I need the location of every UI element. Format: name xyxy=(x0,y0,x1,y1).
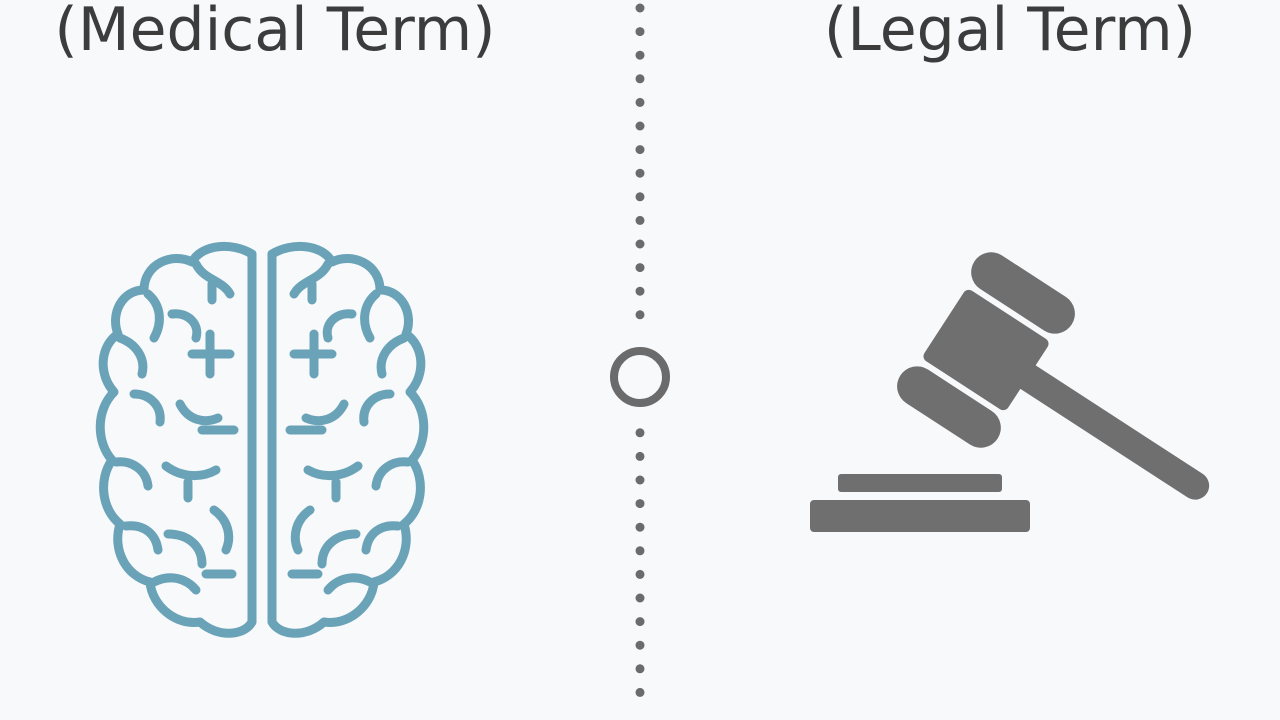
gavel-icon xyxy=(810,252,1210,532)
divider-dot xyxy=(635,50,645,60)
divider-dot xyxy=(635,640,645,650)
circle-node xyxy=(610,347,670,407)
divider-dot xyxy=(635,239,645,249)
divider-dot xyxy=(635,286,645,296)
divider-dot xyxy=(635,192,645,202)
divider-dots xyxy=(635,3,645,697)
divider-dot xyxy=(635,617,645,627)
divider-dot xyxy=(635,263,645,273)
divider-dot xyxy=(635,664,645,674)
divider-dot xyxy=(635,546,645,556)
divider-dot xyxy=(635,522,645,532)
divider-dot xyxy=(635,475,645,485)
divider-dot xyxy=(635,3,645,13)
divider-dot xyxy=(635,27,645,37)
medical-term-label: (Medical Term) xyxy=(54,0,496,65)
divider-dot xyxy=(635,121,645,131)
divider-dot xyxy=(635,215,645,225)
divider-dot xyxy=(635,451,645,461)
divider-dot xyxy=(635,499,645,509)
divider-dot xyxy=(635,74,645,84)
divider-dot xyxy=(635,687,645,697)
divider-dot xyxy=(635,428,645,438)
divider-dot xyxy=(635,168,645,178)
divider-dot xyxy=(635,593,645,603)
brain-icon xyxy=(95,241,429,638)
divider-dot xyxy=(635,310,645,320)
divider-dot xyxy=(635,145,645,155)
divider-dot xyxy=(635,569,645,579)
divider-dot xyxy=(635,97,645,107)
legal-term-label: (Legal Term) xyxy=(823,0,1197,65)
